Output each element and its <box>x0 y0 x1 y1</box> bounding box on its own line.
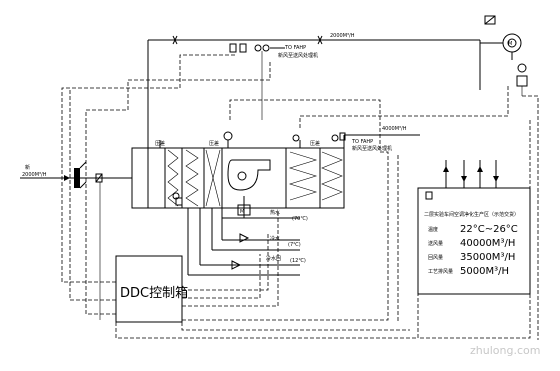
svg-text:压差: 压差 <box>209 140 219 147</box>
air-handling-unit: 压差 压差 压差 <box>131 131 345 209</box>
svg-text:压差: 压差 <box>310 140 320 147</box>
valve-icon <box>292 132 346 142</box>
sensor-temp-2: (7℃) <box>288 242 301 248</box>
svg-text:M: M <box>508 41 512 47</box>
row4-value: 5000M³/H <box>460 266 509 277</box>
sensor-icon <box>516 63 528 96</box>
ddc-control-box: DDC控制箱 <box>115 255 188 323</box>
top-valve-group: TO FAHP 新风至送风处理机 <box>229 43 318 120</box>
fresh-air-inlet: 新 2000M³/H <box>20 161 132 320</box>
top-duct: 2000M³/H <box>147 33 481 148</box>
inlet-label: 新 <box>25 164 30 171</box>
svg-text:冷水: 冷水 <box>270 235 280 242</box>
svg-text:M: M <box>240 209 244 215</box>
sensor-temp-3: (12℃) <box>290 258 306 264</box>
watermark: zhulong.com <box>470 344 540 357</box>
row1-value: 22°C~26°C <box>460 224 518 235</box>
inlet-flow-label: 2000M³/H <box>22 172 47 178</box>
damper-icon <box>484 15 496 25</box>
svg-text:冷水回: 冷水回 <box>266 255 281 262</box>
damper-icon <box>95 173 103 183</box>
svg-text:热水: 热水 <box>270 209 280 216</box>
row1-label: 温度 <box>428 226 438 233</box>
row2-value: 40000M³/H <box>460 238 515 249</box>
fan-icon: M <box>480 33 522 60</box>
mid-valve-sub: 新风至送风处理机 <box>352 145 392 152</box>
row4-label: 工艺排风量 <box>428 268 453 275</box>
water-pipes: M 热水 (70℃) 冷水 (7℃) 冷水回 (12℃) <box>172 192 308 276</box>
sensor-temp-1: (70℃) <box>292 216 308 222</box>
row3-label: 回风量 <box>428 254 443 261</box>
fan-icon <box>227 159 271 191</box>
room-title: 二层实验车间空调净化生产区（示范交货） <box>424 211 519 218</box>
mid-duct-flow-label: 4000M³/H <box>382 126 407 132</box>
coil-icon <box>205 149 343 207</box>
svg-text:压差: 压差 <box>155 140 165 147</box>
valve-icon: M <box>231 204 251 270</box>
mid-duct: 4000M³/H TO FAHP 新风至送风处理机 <box>292 126 420 208</box>
row2-label: 送风量 <box>428 240 443 247</box>
top-valve-note: TO FAHP <box>284 45 306 51</box>
top-duct-flow-label: 2000M³/H <box>330 33 355 39</box>
top-valve-sub: 新风至送风处理机 <box>278 52 318 59</box>
ddc-label: DDC控制箱 <box>120 285 188 301</box>
row3-value: 35000M³/H <box>460 252 515 263</box>
filter-icon <box>167 149 199 207</box>
room-area: 二层实验车间空调净化生产区（示范交货） 温度 22°C~26°C 送风量 400… <box>417 160 531 295</box>
mid-valve-note: TO FAHP <box>351 139 373 145</box>
